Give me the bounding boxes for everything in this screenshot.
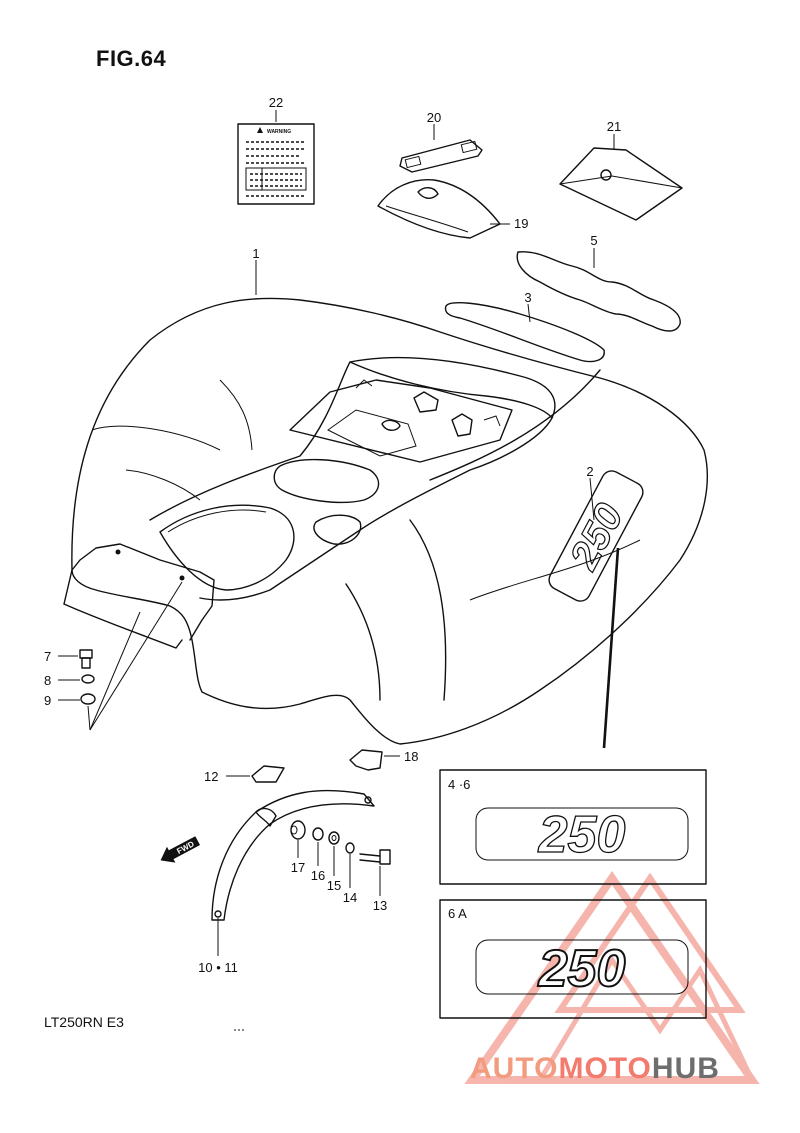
model-code: LT250RN E3: [44, 1014, 124, 1030]
watermark-brand: AUTOMOTOHUB: [470, 1052, 720, 1086]
watermark-part-auto: AUTO: [470, 1052, 559, 1085]
warning-label-text: WARNING: [267, 129, 291, 135]
callout-numbers: 22 20 21 19 5 1 3 2 7 8 9 12 18 17 16 15…: [44, 95, 621, 975]
decal-box-4-6: 4 ·6 250: [439, 769, 707, 885]
callout-1: 1: [252, 246, 259, 261]
decal-text-4-6: 250: [538, 806, 626, 864]
grommet-part-9: [80, 693, 96, 705]
watermark-logo: [464, 870, 760, 1084]
bolt-part-7: [79, 649, 93, 669]
callout-16: 16: [311, 868, 325, 883]
callout-2: 2: [586, 464, 593, 479]
callout-9: 9: [44, 693, 51, 708]
callout-10-11: 10 • 11: [198, 960, 238, 975]
collar-part-17: [290, 820, 306, 840]
bolt-part-13: [359, 849, 391, 865]
pouch-part: [559, 147, 683, 221]
callout-17: 17: [291, 860, 305, 875]
grab-bar-part: [211, 789, 375, 921]
callout-21: 21: [607, 119, 621, 134]
callout-13: 13: [373, 898, 387, 913]
washer-part-15: [328, 831, 340, 845]
callout-7: 7: [44, 649, 51, 664]
callout-14: 14: [343, 890, 357, 905]
callout-5: 5: [590, 233, 597, 248]
warning-label-part: WARNING: [237, 123, 315, 205]
decal-box-label-4-6: 4 ·6: [448, 777, 470, 792]
callout-15: 15: [327, 878, 341, 893]
callout-12: 12: [204, 769, 218, 784]
decal-box-6a: 6 A 250: [439, 899, 707, 1019]
strap-part: [399, 139, 483, 173]
svg-text:250: 250: [561, 497, 632, 577]
callout-3: 3: [524, 290, 531, 305]
watermark-part-moto: MOTO: [558, 1052, 652, 1085]
leader-lines: [58, 110, 620, 956]
bushing-part-16: [312, 827, 324, 841]
trim-strip-part: [444, 302, 605, 363]
gasket-strip-part: [516, 251, 681, 332]
washer-part-8: [81, 674, 95, 684]
clip-part-18: [349, 749, 383, 771]
decal-box-label-6a: 6 A: [448, 906, 467, 921]
pad-part-12: [251, 765, 285, 783]
fwd-arrow-icon: FWD: [160, 836, 201, 863]
decal-text-6a: 250: [538, 940, 626, 998]
tool-bag-part: [377, 179, 501, 239]
side-decal-250: 250: [548, 470, 644, 602]
rear-fender-part: 250: [63, 297, 708, 745]
callout-20: 20: [427, 110, 441, 125]
washer-part-14: [345, 842, 355, 854]
figure-title: FIG.64: [96, 46, 167, 71]
watermark-part-hub: HUB: [651, 1052, 720, 1085]
callout-22: 22: [269, 95, 283, 110]
callout-18: 18: [404, 749, 418, 764]
callout-8: 8: [44, 673, 51, 688]
callout-19: 19: [514, 216, 528, 231]
